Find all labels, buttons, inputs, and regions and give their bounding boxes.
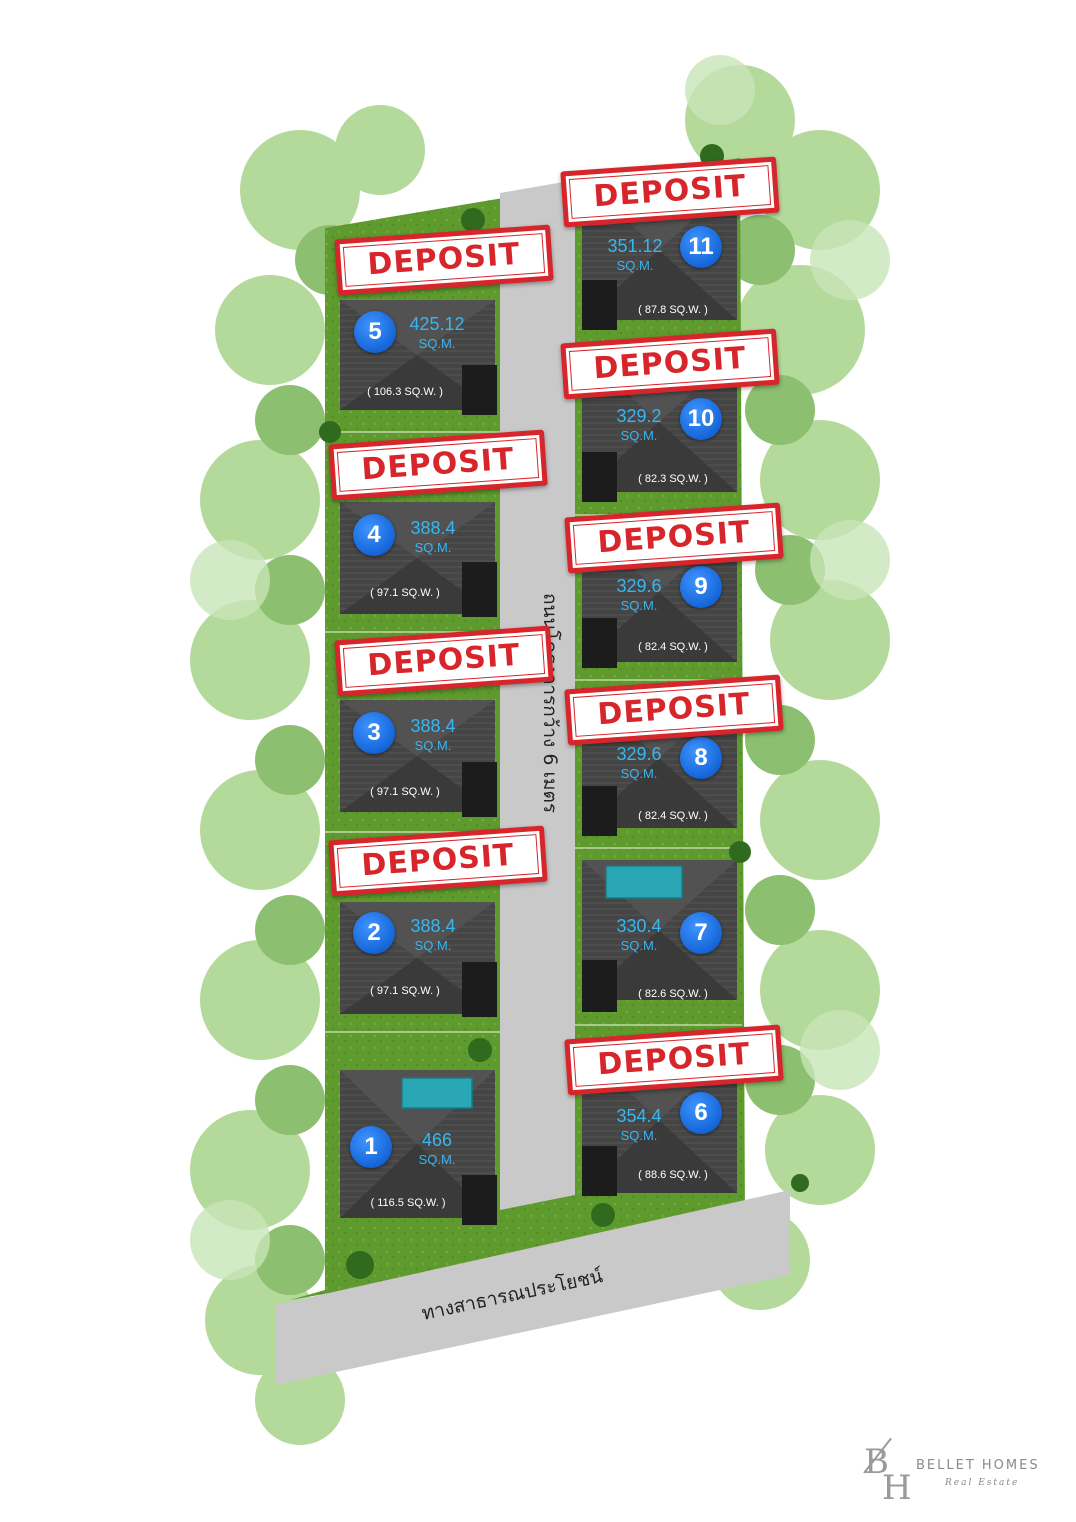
brand-name: BELLET HOMES [916, 1458, 1040, 1473]
house-roof-7 [582, 860, 737, 1012]
logo-letter-h: H [882, 1468, 912, 1508]
plot-sqw: ( 82.3 SQ.W. ) [638, 473, 708, 485]
background-trees [190, 55, 890, 1445]
plot-sqw: ( 106.3 SQ.W. ) [367, 386, 443, 398]
plot-sqw: ( 82.4 SQ.W. ) [638, 810, 708, 822]
plot-sqw: ( 88.6 SQ.W. ) [638, 1169, 708, 1181]
plot-number-badge[interactable]: 6 [680, 1092, 722, 1134]
shrubs [319, 144, 809, 1279]
plot-number-badge[interactable]: 9 [680, 566, 722, 608]
plot-sqw: ( 87.8 SQ.W. ) [638, 304, 708, 316]
house-roof-1 [340, 1070, 497, 1225]
plot-sqw: ( 97.1 SQ.W. ) [370, 985, 440, 997]
plot-number-badge[interactable]: 8 [680, 737, 722, 779]
plot-sqw: ( 82.6 SQ.W. ) [638, 988, 708, 1000]
logo-letter-b: B [864, 1442, 889, 1482]
plot-number-badge[interactable]: 11 [680, 226, 722, 268]
plot-number-badge[interactable]: 3 [353, 712, 395, 754]
plot-number-badge[interactable]: 5 [354, 311, 396, 353]
plot-number-badge[interactable]: 1 [350, 1126, 392, 1168]
plot-number-badge[interactable]: 2 [353, 912, 395, 954]
plot-sqw: ( 97.1 SQ.W. ) [370, 786, 440, 798]
bellet-homes-logo: B H [860, 1437, 912, 1508]
plot-sqw: ( 116.5 SQ.W. ) [370, 1197, 446, 1209]
plot-number-badge[interactable]: 10 [680, 398, 722, 440]
plot-sqw: ( 97.1 SQ.W. ) [370, 587, 440, 599]
brand-subtitle: Real Estate [945, 1478, 1020, 1488]
public-road [275, 1190, 790, 1385]
plot-number-badge[interactable]: 7 [680, 912, 722, 954]
plot-number-badge[interactable]: 4 [353, 514, 395, 556]
plot-sqw: ( 82.4 SQ.W. ) [638, 641, 708, 653]
